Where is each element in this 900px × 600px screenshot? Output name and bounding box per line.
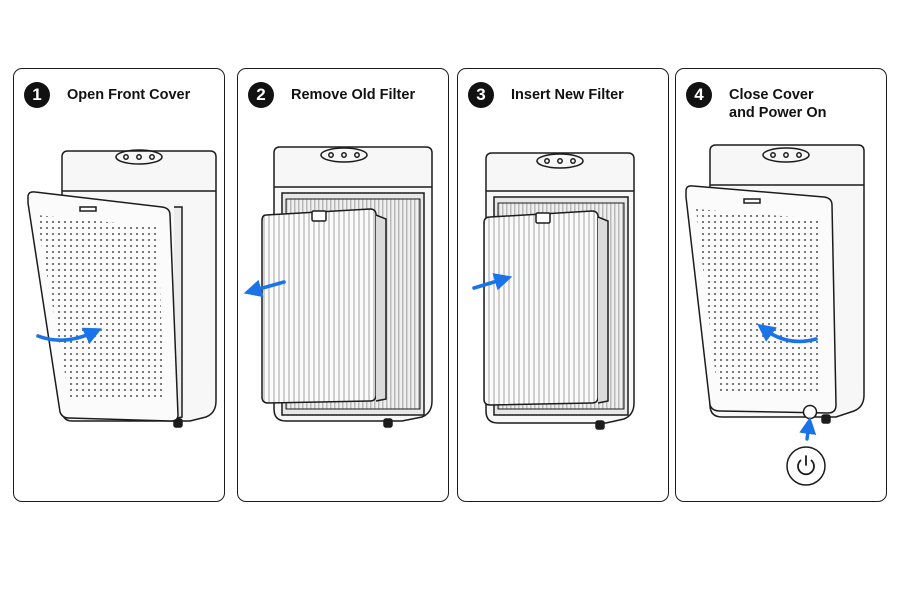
step-4-illustration: [685, 144, 865, 486]
step-1-number-badge: 1: [24, 82, 50, 108]
arrow-curved-close-icon: [757, 323, 818, 344]
arrow-left-icon: [243, 279, 286, 298]
step-4-number-badge: 4: [686, 82, 712, 108]
arrow-right-icon: [472, 273, 513, 291]
step-1-title: Open Front Cover: [67, 87, 191, 103]
filter-icon: [483, 210, 609, 406]
step-2-panel: 2 Remove Old Filter: [237, 68, 449, 502]
step-3-illustration: [472, 152, 635, 430]
power-button-on-device: [802, 404, 818, 420]
step-1-illustration: [27, 149, 217, 428]
step-2-illustration: [243, 146, 433, 428]
step-2-title: Remove Old Filter: [291, 87, 416, 103]
step-2-number-badge: 2: [248, 82, 274, 108]
step-1-panel: 1 Open Front Cover: [13, 68, 225, 502]
front-cover: [685, 185, 837, 414]
front-cover: [27, 191, 179, 422]
power-icon: [786, 446, 826, 486]
step-4-title: Close Cover and Power On: [729, 87, 827, 121]
step-4-panel: 4 Close Cover and Power On: [675, 68, 887, 502]
step-3-title: Insert New Filter: [511, 87, 624, 103]
arrow-curved-open-icon: [36, 327, 102, 345]
step-3-number-badge: 3: [468, 82, 494, 108]
arrow-up-icon: [799, 416, 817, 441]
filter-icon: [261, 208, 387, 404]
step-3-panel: 3 Insert New Filter: [457, 68, 669, 502]
